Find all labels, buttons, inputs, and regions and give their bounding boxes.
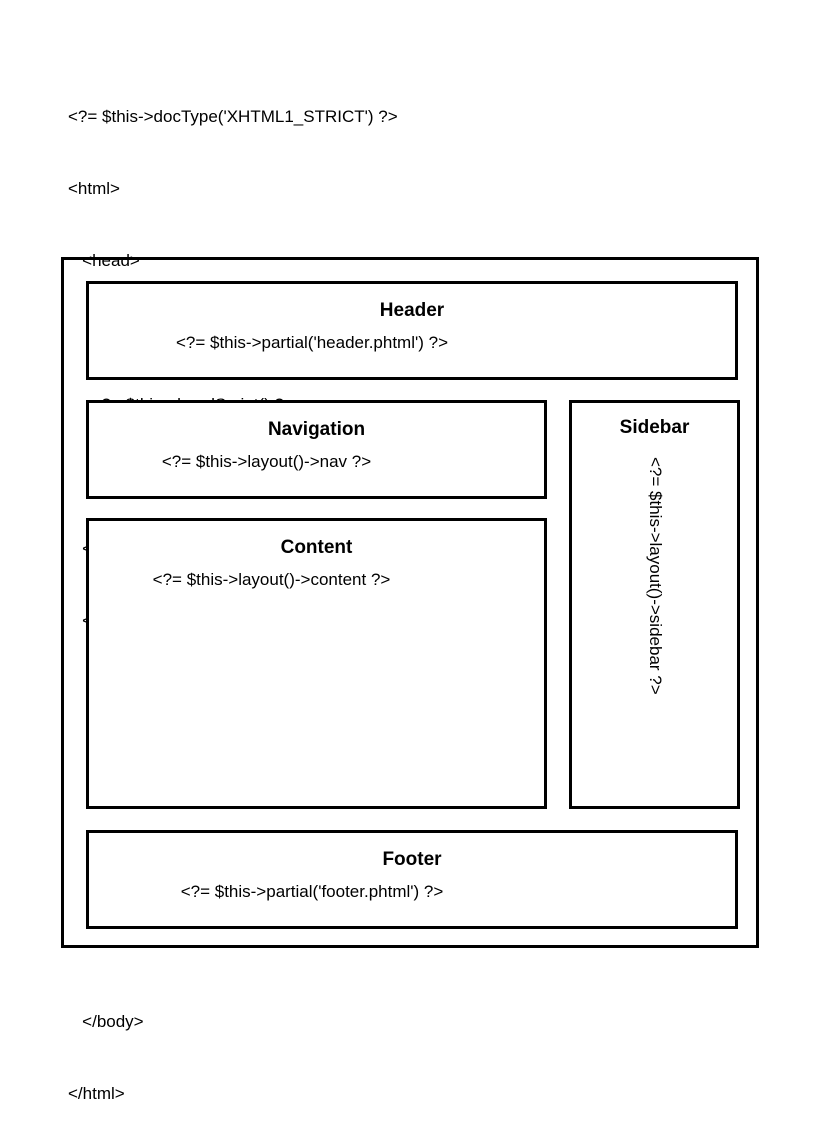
code-line: <head> [68, 251, 140, 270]
region-footer-code: <?= $this->partial('footer.phtml') ?> [180, 882, 444, 901]
region-header-code: <?= $this->partial('header.phtml') ?> [175, 333, 449, 352]
code-line: </body> [68, 1012, 144, 1031]
code-line: <?= $this->docType('XHTML1_STRICT') ?> [68, 107, 398, 126]
region-content-code: <?= $this->layout()->content ?> [152, 570, 391, 589]
code-line: </html> [68, 1084, 125, 1103]
region-navigation-title: Navigation [267, 419, 366, 440]
region-sidebar-title: Sidebar [619, 417, 690, 438]
code-block-bottom: </body> </html> [68, 962, 144, 1130]
region-content: Content <?= $this->layout()->content ?> [86, 518, 547, 809]
region-sidebar-code-wrapper: <?= $this->layout()->sidebar ?> [572, 449, 737, 804]
layout-diagram-container: Header <?= $this->partial('header.phtml'… [61, 257, 759, 948]
region-footer: Footer <?= $this->partial('footer.phtml'… [86, 830, 738, 929]
region-navigation-code: <?= $this->layout()->nav ?> [161, 452, 372, 471]
region-header: Header <?= $this->partial('header.phtml'… [86, 281, 738, 380]
region-navigation: Navigation <?= $this->layout()->nav ?> [86, 400, 547, 499]
code-line: <html> [68, 179, 120, 198]
region-sidebar: Sidebar <?= $this->layout()->sidebar ?> [569, 400, 740, 809]
region-header-title: Header [379, 300, 445, 321]
region-sidebar-code: <?= $this->layout()->sidebar ?> [645, 457, 665, 695]
region-footer-title: Footer [382, 849, 442, 870]
region-content-title: Content [280, 537, 353, 558]
